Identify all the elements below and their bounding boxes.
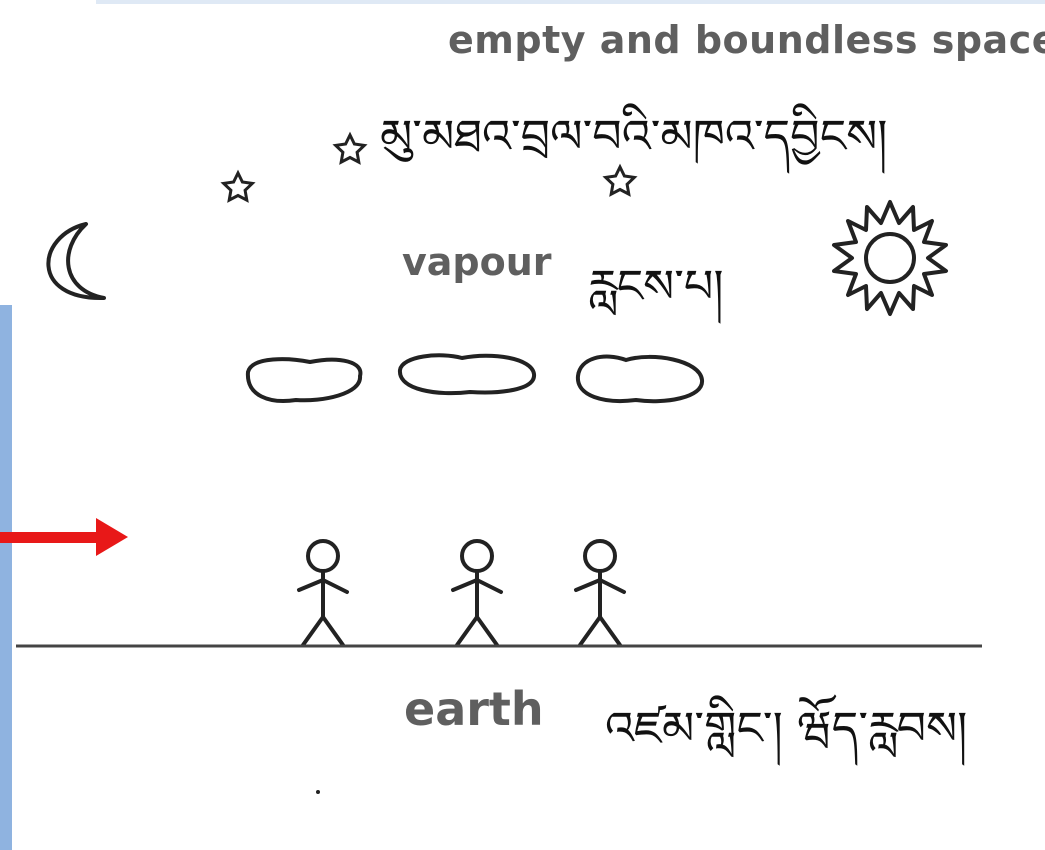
vapour-label-tibetan: རླངས་པ།	[588, 236, 724, 365]
stick-figure-icon	[299, 541, 347, 645]
vapour-label-english: vapour	[402, 240, 552, 284]
space-label-tibetan: མུ་མཐའ་བྲལ་བའི་མཁའ་དབྱིངས།	[380, 86, 887, 215]
space-label-english: empty and boundless space	[448, 18, 1045, 62]
star-icon	[336, 135, 365, 162]
cloud-icon	[248, 359, 361, 401]
red-arrow-icon	[0, 518, 128, 556]
moon-icon	[48, 224, 104, 298]
earth-label-tibetan: འཛམ་གླིང་། ཝོད་རླབས།	[605, 678, 967, 807]
star-icon	[224, 173, 253, 200]
stick-figure-icon	[453, 541, 501, 645]
stray-dot	[316, 790, 320, 794]
earth-label-english: earth	[404, 682, 544, 736]
sun-icon	[834, 202, 946, 314]
stick-figure-icon	[576, 541, 624, 645]
cloud-icon	[400, 355, 534, 393]
